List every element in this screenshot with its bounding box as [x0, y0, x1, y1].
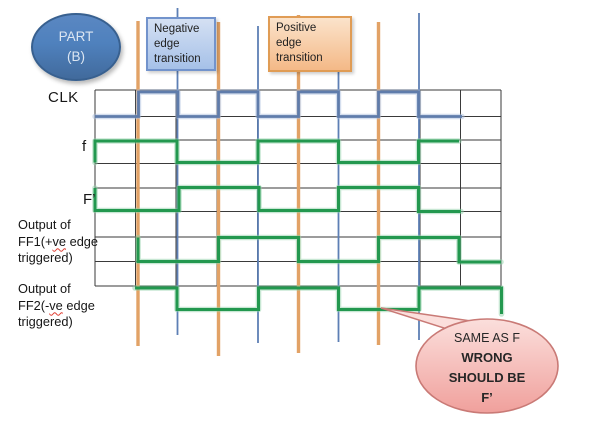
part-b-badge-line2: (B)	[67, 49, 85, 64]
callout-line1: SAME AS F	[454, 331, 520, 345]
ff2-output-waveform	[132, 285, 505, 317]
part-b-badge: PART (B)	[31, 13, 121, 81]
ff1-label-line3: triggered)	[18, 250, 73, 266]
legend-positive-edge: Positive edge transition	[268, 16, 352, 72]
row-label-clk: CLK	[48, 89, 79, 106]
ff1-output-waveform	[135, 234, 504, 265]
ff1-label-line2b: ve	[52, 233, 67, 249]
ff1-label-line1: Output of	[18, 217, 71, 232]
part-b-badge-line1: PART	[58, 29, 94, 45]
callout-line2: WRONG	[461, 350, 513, 365]
legend-negative-edge-label: Negative edge transition	[154, 23, 201, 66]
fprime-waveform	[92, 184, 464, 215]
f-waveform	[92, 138, 462, 166]
ff1-label-line2a: FF1(+	[18, 233, 53, 249]
callout-ellipse	[415, 318, 559, 414]
ff2-label-line2c: edge	[62, 297, 95, 313]
ff2-label-line2a: FF2(-	[18, 297, 50, 313]
row-label-fprime: F’	[83, 191, 96, 208]
ff2-label-line1: Output of	[18, 281, 71, 296]
ff2-label-line2b: ve	[49, 297, 63, 313]
clk-waveform	[92, 89, 465, 120]
callout-line3: SHOULD BE	[448, 370, 526, 385]
ff1-label-line2c: edge	[66, 233, 99, 249]
callout-annotation: SAME AS F WRONG SHOULD BE F’	[422, 329, 552, 408]
legend-negative-edge: Negative edge transition	[146, 17, 216, 71]
row-label-ff1-output: Output of FF1(+ve edge triggered)	[18, 217, 108, 267]
callout-bubble	[380, 307, 559, 414]
callout-line4: F’	[481, 390, 493, 405]
row-label-f: f	[82, 138, 87, 155]
row-label-ff2-output: Output of FF2(-ve edge triggered)	[18, 281, 108, 331]
legend-positive-edge-label: Positive edge transition	[276, 22, 323, 65]
ff2-label-line3: triggered)	[18, 314, 73, 330]
